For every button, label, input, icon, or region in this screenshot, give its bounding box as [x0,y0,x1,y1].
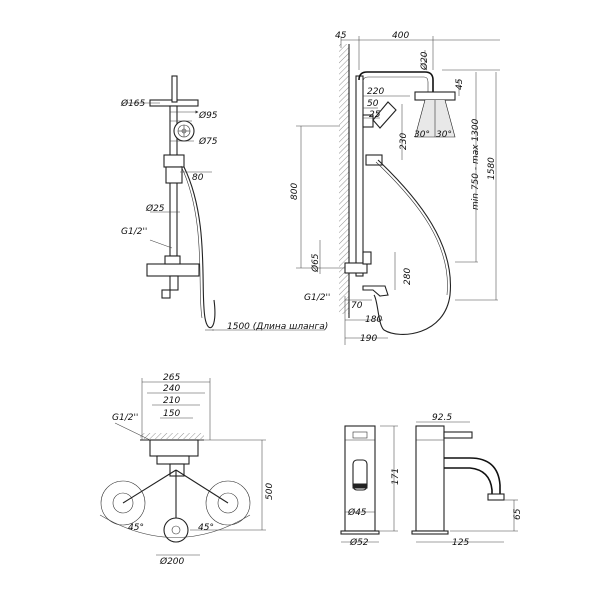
hose-shape [183,166,216,329]
center-head-circle [163,517,189,543]
mixer-d-52-label: Ø52 [349,537,369,548]
side-view: 45 400 Ø20 45 220 50 25 230 30° 30° 800 … [290,31,500,345]
front-dim-80-label: 80 [192,173,204,183]
front-d-head-label: Ø165 [120,98,146,109]
side-dim-25-label: 25 [369,110,381,120]
side-angle-left-label: 30° [414,130,430,140]
front-hose-label: 1500 (Длина шланга) [227,322,328,332]
side-dim-70-label: 70 [351,301,363,311]
side-range-label: min 750 - max 1300 [471,118,481,210]
mixer-dim-92-5-label: 92.5 [432,413,452,423]
side-dim-280-label: 280 [403,268,413,285]
side-dim-220-label: 220 [367,87,384,97]
swing-left-circle [100,480,146,526]
mixer-dim-171-label: 171 [391,468,401,485]
front-d-hand-label: Ø95 [198,110,218,121]
top-angle-left-label: 45° [128,523,144,533]
mixer-side-body [415,425,445,532]
side-dim-180-label: 180 [365,315,382,325]
mixer-body-shape [146,263,200,277]
top-view: 265 240 210 150 G1/2'' 500 45° 45° Ø200 [99,373,275,567]
side-dim-45-label: 45 [335,31,347,41]
top-dim-150-label: 150 [163,409,180,419]
side-d-arm-label: Ø20 [419,51,430,71]
wall-hatch [339,44,349,314]
side-dim-230-label: 230 [399,133,409,150]
side-dim-50-label: 50 [367,99,379,109]
side-dim-400-label: 400 [392,31,409,41]
front-d-bar-label: Ø25 [145,203,165,214]
top-thread-label: G1/2'' [112,413,138,423]
top-dim-265-label: 265 [163,373,180,383]
side-dim-800-label: 800 [290,183,300,200]
side-dim-1580-label: 1580 [487,157,497,180]
top-angle-right-label: 45° [198,523,214,533]
side-thread-label: G1/2'' [304,293,330,303]
front-view: Ø165 Ø95 Ø75 80 Ø25 G1/2'' 1500 (Длина ш… [120,75,328,332]
front-d-holder-label: Ø75 [198,136,218,147]
mixer-d-45-label: Ø45 [347,507,367,518]
top-dim-210-label: 210 [163,396,180,406]
front-thread-label: G1/2'' [121,227,147,237]
top-dim-500-label: 500 [265,483,275,500]
swing-right-circle [205,480,251,526]
side-angle-right-label: 30° [436,130,452,140]
side-dim-45b-label: 45 [455,78,465,90]
side-hose-shape [373,159,452,335]
side-d-65-label: Ø65 [310,253,321,273]
top-d-200-label: Ø200 [159,556,185,567]
mixer-dim-125-label: 125 [452,538,469,548]
top-dim-240-label: 240 [163,384,180,394]
side-dim-190-label: 190 [360,334,377,344]
mixer-view: 92.5 171 Ø45 Ø52 65 125 [340,413,523,548]
mixer-dim-65-label: 65 [513,508,523,520]
